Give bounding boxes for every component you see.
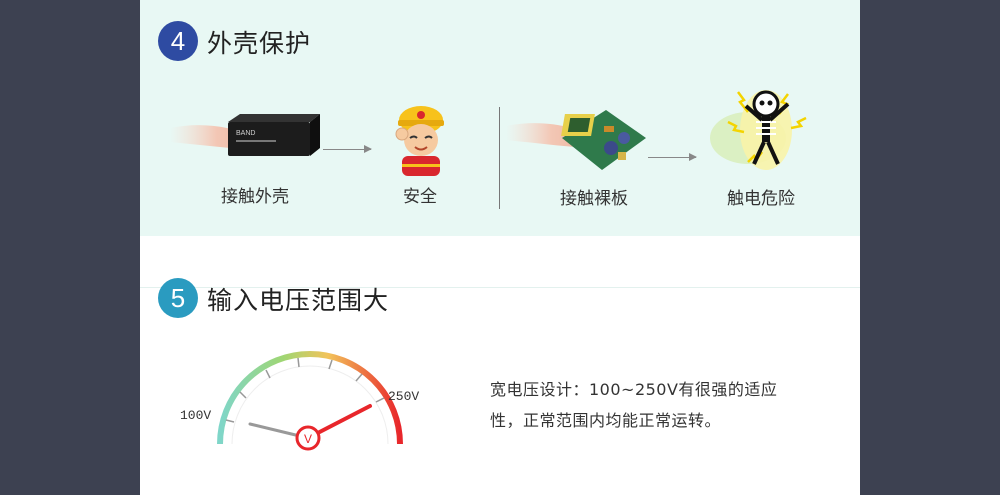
section-number-badge: 4 bbox=[158, 21, 198, 61]
caption-shock-danger: 触电危险 bbox=[727, 189, 795, 209]
content-panel: 4 外壳保护 BAND 接触外壳 bbox=[140, 0, 860, 495]
hand-touching-bare-board-illustration bbox=[506, 110, 646, 170]
module-brand-text: BAND bbox=[236, 130, 255, 137]
voltage-description: 宽电压设计：100~250V有很强的适应性，正常范围内均能正常运转。 bbox=[490, 380, 778, 430]
hand-touching-module-illustration: BAND bbox=[170, 114, 320, 156]
gauge-max-label: 250V bbox=[388, 389, 419, 404]
caption-touch-bare-board: 接触裸板 bbox=[560, 189, 628, 209]
firefighter-safe-icon bbox=[395, 106, 444, 176]
section-title: 输入电压范围大 bbox=[207, 286, 390, 315]
voltage-gauge: 100V 250V V bbox=[180, 351, 419, 451]
caption-touch-shell: 接触外壳 bbox=[221, 187, 289, 207]
arrow-right-icon bbox=[648, 153, 697, 161]
section-shell-protection: 4 外壳保护 BAND 接触外壳 bbox=[140, 0, 860, 236]
arrow-right-icon bbox=[323, 145, 372, 153]
electric-shock-skeleton-icon bbox=[710, 90, 807, 170]
caption-safe: 安全 bbox=[403, 187, 437, 207]
divider bbox=[499, 107, 500, 209]
gauge-center-letter: V bbox=[304, 432, 312, 446]
section-number-badge: 5 bbox=[158, 278, 198, 318]
gauge-min-label: 100V bbox=[180, 408, 211, 423]
section-title: 外壳保护 bbox=[207, 29, 312, 58]
section-divider bbox=[140, 287, 860, 288]
